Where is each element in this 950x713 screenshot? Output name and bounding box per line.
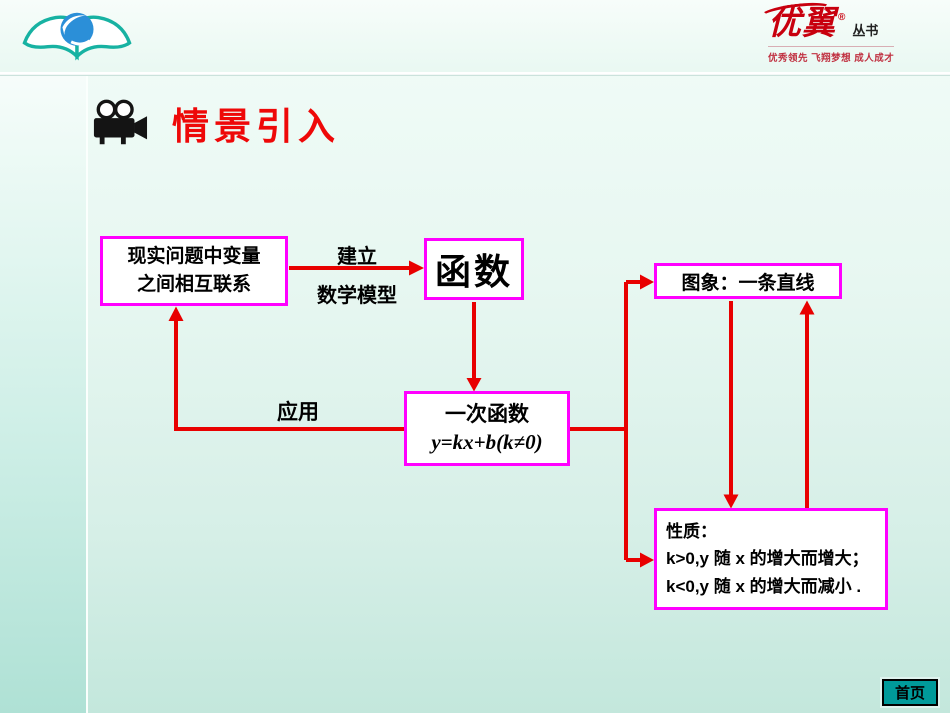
box-properties: 性质： k>0,y 随 x 的增大而增大； k<0,y 随 x 的增大而减小 .: [654, 508, 888, 610]
header-divider: [0, 72, 950, 76]
brand-suffix: 丛书: [852, 23, 879, 38]
open-book-globe-logo-icon: [18, 2, 136, 72]
movie-projector-icon: [92, 99, 148, 147]
label-build-line2: 数学模型: [317, 285, 397, 307]
box-linear-function: 一次函数 y=kx+b(k≠0): [404, 391, 570, 466]
section-title-row: 情景引入: [92, 96, 340, 150]
box-real-world-problem: 现实问题中变量 之间相互联系: [100, 236, 288, 306]
box-properties-line3: k<0,y 随 x 的增大而减小 .: [666, 576, 862, 596]
box-linear-formula: y=kx+b(k≠0): [431, 429, 543, 454]
page-title: 情景引入: [172, 106, 340, 147]
label-apply-text: 应用: [277, 401, 319, 424]
box-properties-line1: 性质：: [666, 522, 717, 542]
label-build-model: 建立 数学模型: [292, 240, 422, 308]
brand-name-row: 优翼 ® 丛书: [768, 8, 894, 41]
box-function-text: 函数: [434, 251, 513, 292]
label-apply: 应用: [277, 396, 319, 426]
home-button[interactable]: 首页: [882, 679, 938, 706]
box-real-line2: 之间相互联系: [136, 274, 251, 295]
box-function: 函数: [424, 238, 524, 300]
box-real-line1: 现实问题中变量: [127, 246, 261, 268]
label-build-line1: 建立: [337, 246, 377, 268]
box-graph-text: 图象：一条直线: [681, 272, 815, 294]
brand-name: 优翼: [768, 6, 836, 42]
header-band: [0, 0, 950, 72]
box-properties-line2: k>0,y 随 x 的增大而增大；: [666, 549, 869, 569]
brand-registered-mark: ®: [838, 12, 846, 23]
box-linear-line1: 一次函数: [445, 403, 529, 427]
brand-logo: 优翼 ® 丛书 优秀领先 飞翔梦想 成人成才: [759, 0, 895, 64]
brand-tagline: 优秀领先 飞翔梦想 成人成才: [768, 46, 895, 64]
box-graph: 图象：一条直线: [654, 263, 842, 299]
left-strip-decoration: [0, 0, 88, 713]
